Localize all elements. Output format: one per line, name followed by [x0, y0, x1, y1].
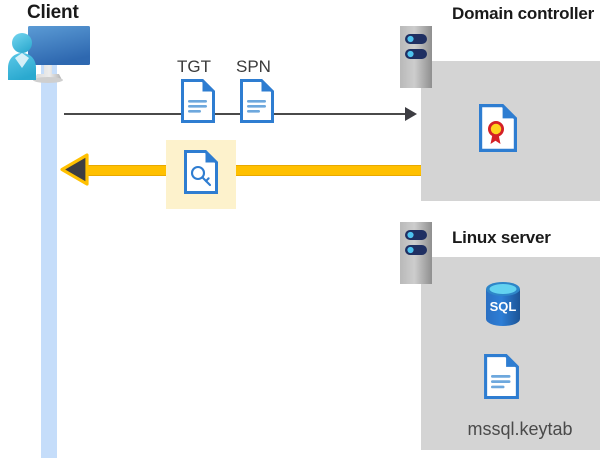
sql-database-icon: SQL	[484, 280, 522, 328]
document-icon	[181, 79, 215, 123]
server-rack-icon	[400, 26, 432, 88]
sql-icon-text: SQL	[490, 299, 517, 314]
keytab-document-icon	[484, 354, 519, 400]
response-arrowhead-icon	[60, 152, 90, 187]
tgt-label: TGT	[177, 57, 211, 76]
keytab-filename-label: mssql.keytab	[467, 419, 573, 439]
spn-label: SPN	[236, 57, 271, 76]
response-arrow-line	[75, 165, 421, 176]
request-arrow-line	[64, 113, 409, 115]
server-rack-icon	[400, 222, 432, 284]
linux-server-label: Linux server	[452, 228, 551, 247]
client-label: Client	[27, 2, 79, 23]
document-icon	[240, 79, 274, 123]
key-document-icon	[184, 150, 218, 194]
certificate-document-icon	[479, 104, 517, 152]
request-arrowhead-icon	[405, 107, 417, 121]
workstation-user-icon	[4, 22, 92, 86]
domain-controller-label: Domain controller	[452, 4, 595, 23]
client-lifeline	[41, 62, 57, 458]
